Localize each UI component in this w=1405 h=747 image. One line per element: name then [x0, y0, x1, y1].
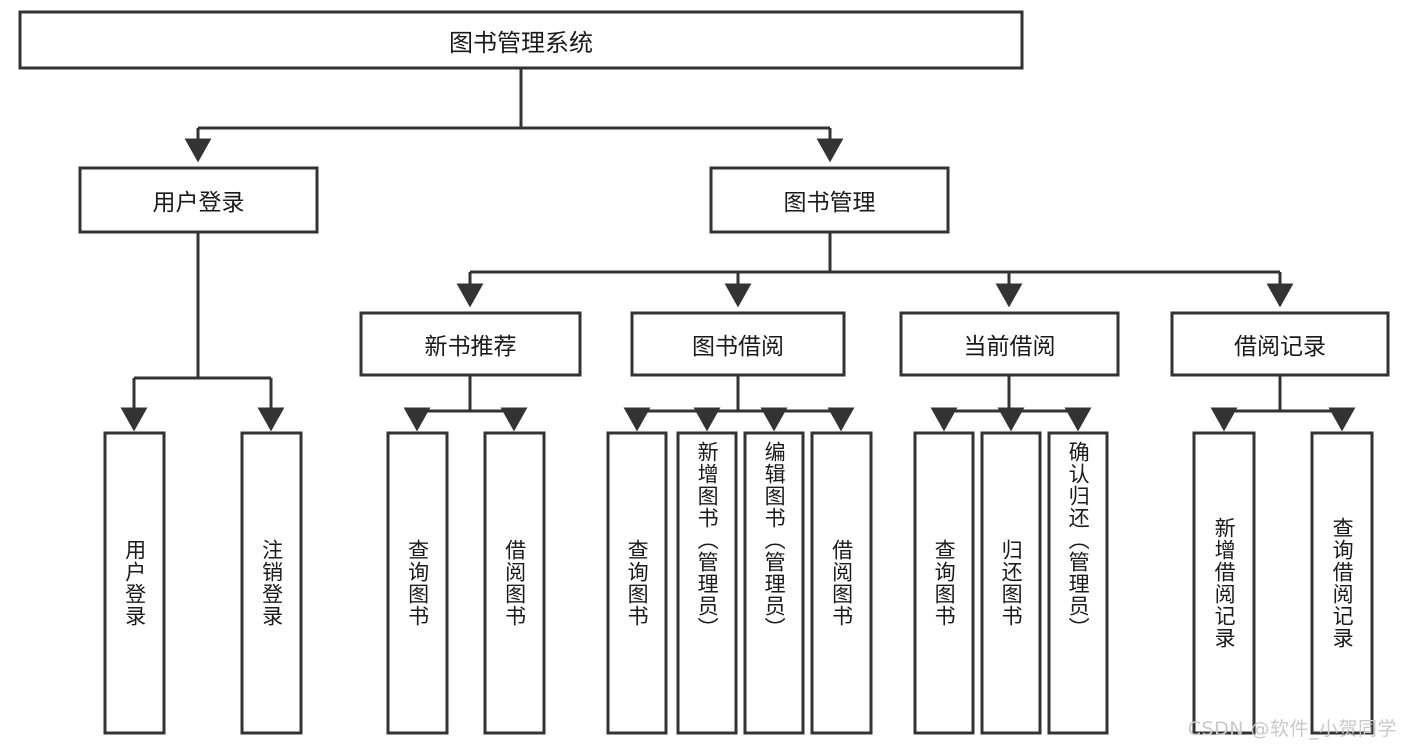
- node-box-borrow-record[interactable]: [1170, 311, 1390, 377]
- edge-group-book-borrow-to-leaves: [623, 375, 855, 432]
- node-box-leaf-add-record[interactable]: [1192, 431, 1256, 735]
- csdn-watermark: CSDN @软件_小贺同学: [1187, 718, 1397, 740]
- node-box-leaf-confirm-return[interactable]: [1047, 431, 1109, 735]
- edge-group-book-manage-to-level3: [456, 232, 1294, 308]
- edge-group-user-login-to-leaves: [120, 232, 285, 432]
- edge-group-current-borrow-to-leaves: [930, 375, 1092, 432]
- node-box-leaf-borrow-book-2[interactable]: [810, 431, 873, 735]
- node-box-leaf-logout-login[interactable]: [240, 431, 303, 735]
- edge-group-new-book-rec-to-leaves: [403, 375, 528, 432]
- node-box-leaf-edit-book[interactable]: [743, 431, 805, 735]
- node-box-leaf-query-record[interactable]: [1310, 431, 1374, 735]
- node-box-book-borrow[interactable]: [630, 311, 846, 377]
- node-box-leaf-user-login[interactable]: [103, 431, 166, 735]
- node-box-leaf-return-book[interactable]: [980, 431, 1042, 735]
- node-box-user-login[interactable]: [78, 166, 319, 234]
- node-box-leaf-add-book[interactable]: [676, 431, 738, 735]
- node-box-new-book-rec[interactable]: [359, 311, 582, 377]
- edge-group-borrow-record-to-leaves: [1210, 375, 1356, 432]
- node-box-leaf-borrow-book-1[interactable]: [483, 431, 546, 735]
- node-box-leaf-query-book-2[interactable]: [606, 431, 668, 735]
- node-box-leaf-query-book-3[interactable]: [913, 431, 975, 735]
- node-box-root[interactable]: [18, 10, 1024, 70]
- edge-group-root-to-level2: [184, 68, 844, 163]
- node-box-book-manage[interactable]: [709, 166, 950, 234]
- node-box-leaf-query-book-1[interactable]: [386, 431, 449, 735]
- node-box-current-borrow[interactable]: [899, 311, 1120, 377]
